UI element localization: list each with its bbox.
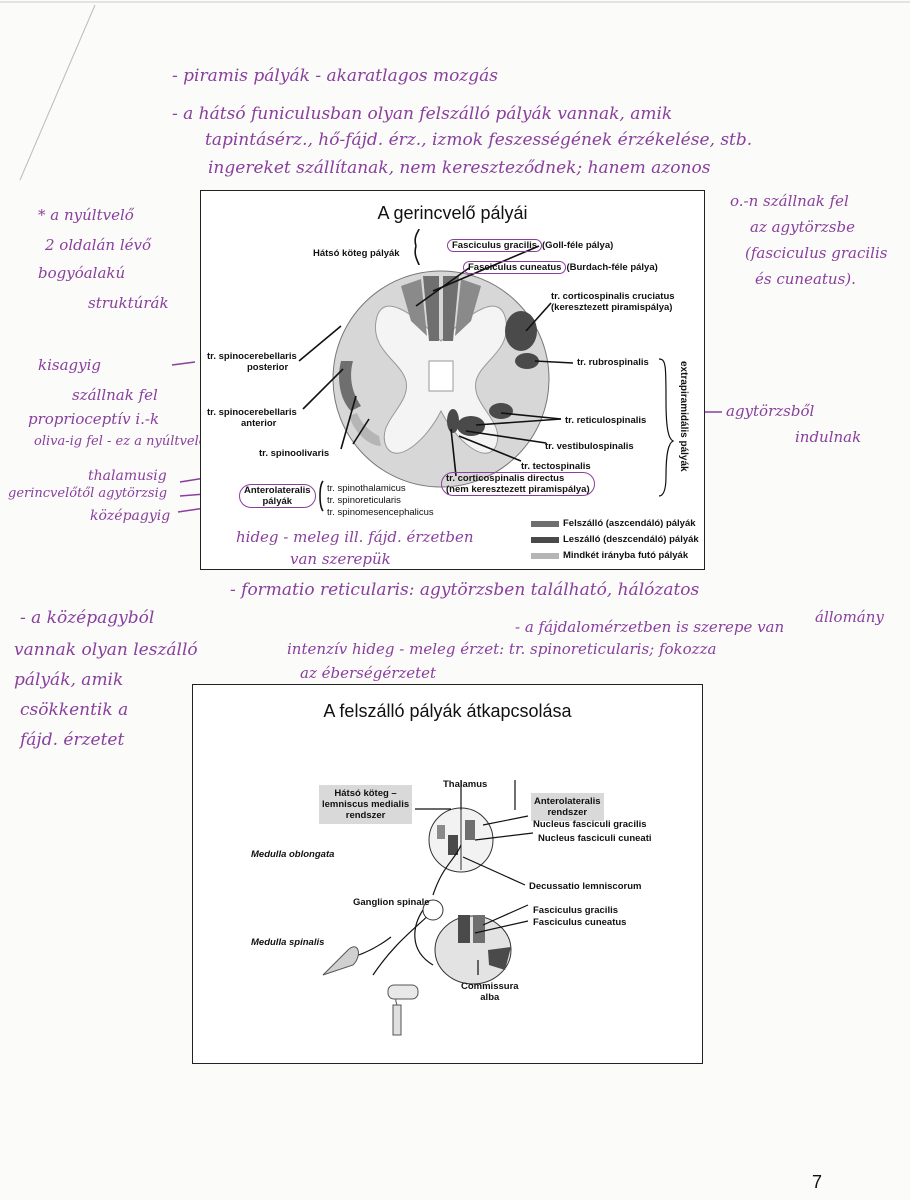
figure1-title: A gerincvelő pályái <box>377 203 528 223</box>
label-gracilis-note: (Goll-féle pálya) <box>542 240 614 251</box>
label-fasc-cuneatus: Fasciculus cuneatus <box>533 917 627 928</box>
label-lemniscus: lemniscus medialis <box>322 799 410 810</box>
label-thalamus: Thalamus <box>443 779 488 790</box>
figure2-title: A felszálló pályák átkapcsolása <box>323 701 572 721</box>
note-intenziv: intenzív hideg - meleg érzet: tr. spinor… <box>287 640 717 658</box>
note-right-1: agytörzsből <box>726 402 815 420</box>
label-sca: tr. spinocerebellaris <box>207 407 297 418</box>
label-spinothalamicus: tr. spinothalamicus <box>327 483 406 494</box>
label-sca-2: anterior <box>241 418 277 429</box>
label-medulla-oblongata: Medulla oblongata <box>251 849 335 860</box>
note-kozepagy: - a középagyból <box>20 608 155 628</box>
label-hatso-koteg-2: Hátsó köteg – <box>334 788 397 799</box>
figure-ascending: A felszálló pályák átkapcsolása <box>192 684 703 1064</box>
note-left-6: szállnak fel <box>72 386 158 404</box>
note-fajd-erzet: fájd. érzetet <box>20 730 125 750</box>
label-reticulospinalis: tr. reticulospinalis <box>565 415 647 426</box>
legend-asc: Felszálló (aszcendáló) pályák <box>563 518 696 529</box>
note-fasciculus: (fasciculus gracilis <box>745 244 888 262</box>
note-left-11: középagyig <box>90 508 171 524</box>
note-csokkentik: csökkentik a <box>20 700 129 720</box>
note-leszallo: vannak olyan leszálló <box>14 640 198 660</box>
label-spinoolivaris: tr. spinoolivaris <box>259 448 330 459</box>
note-left-3: bogyóalakú <box>38 264 126 282</box>
note-ingerek: ingereket szállítanak, nem kereszteződne… <box>208 158 711 178</box>
label-cortico-cruciatus-2: (keresztezett piramispálya) <box>551 302 673 313</box>
note-hatso: - a hátsó funiculusban olyan felszálló p… <box>172 104 673 124</box>
label-spinomesencephalicus: tr. spinomesencephalicus <box>327 507 434 518</box>
note-szallnak: o.-n szállnak fel <box>730 192 849 210</box>
label-cortico-cruciatus: tr. corticospinalis cruciatus <box>551 291 675 302</box>
note-eberseg: az éberségérzetet <box>300 664 437 682</box>
ascending-diagram <box>322 780 534 1036</box>
label-ganglion: Ganglion spinale <box>353 897 430 908</box>
label-anterolateralis: Anterolateralis <box>244 485 311 496</box>
note-left-9: thalamusig <box>88 468 167 484</box>
label-spinoreticularis: tr. spinoreticularis <box>327 495 401 506</box>
label-vestibulospinalis: tr. vestibulospinalis <box>545 441 634 452</box>
note-agytorzs: az agytörzsbe <box>750 218 855 236</box>
label-alba: alba <box>480 992 500 1003</box>
note-left-1: * a nyúltvelő <box>38 206 134 224</box>
label-extrapiramidalis: extrapiramidális pályák <box>678 361 689 472</box>
legend-desc: Leszálló (deszcendáló) pályák <box>563 534 699 545</box>
note-left-10: gerincvelőtől agytörzsig <box>8 486 168 501</box>
label-cuneatus-note: (Burdach-féle pálya) <box>566 262 658 273</box>
label-nucleus-cuneati: Nucleus fasciculi cuneati <box>538 833 652 844</box>
note-szerepuk: van szerepük <box>290 550 391 568</box>
note-fajdalom: - a fájdalomérzetben is szerepe van <box>515 618 785 636</box>
page-number: 7 <box>812 1172 823 1192</box>
label-rubrospinalis: tr. rubrospinalis <box>577 357 649 368</box>
label-anterolateralis-sys-2: rendszer <box>547 807 588 818</box>
label-hatso-koteg: Hátsó köteg pályák <box>313 248 400 259</box>
note-tapintas: tapintásérz., hő-fájd. érz., izmok fesze… <box>205 130 753 150</box>
label-commissura: Commissura <box>461 981 519 992</box>
label-medulla-spinalis: Medulla spinalis <box>251 937 325 948</box>
note-cuneatus: és cuneatus). <box>755 270 856 288</box>
label-cuneatus: Fasciculus cuneatus <box>463 261 567 274</box>
note-palyak: pályák, amik <box>14 670 124 690</box>
label-rendszer: rendszer <box>345 810 386 821</box>
legend-asc-swatch <box>531 521 559 527</box>
label-cortico-directus: tr. corticospinalis directus <box>446 473 565 484</box>
label-anterolateralis-2: pályák <box>262 496 293 507</box>
note-left-7: proprioceptív i.-k <box>28 410 160 428</box>
note-right-2: indulnak <box>795 428 862 446</box>
note-allomany: állomány <box>815 608 884 626</box>
label-decussatio: Decussatio lemniscorum <box>529 881 642 892</box>
note-left-5: kisagyig <box>38 356 102 374</box>
spinal-cord-diagram <box>298 228 675 559</box>
label-tectospinalis: tr. tectospinalis <box>521 461 591 472</box>
label-fasc-gracilis: Fasciculus gracilis <box>533 905 619 916</box>
figure-spinal-pathways: A gerincvelő pályái <box>200 190 705 570</box>
label-scp-2: posterior <box>247 362 289 373</box>
label-scp: tr. spinocerebellaris <box>207 351 297 362</box>
label-anterolateralis-sys: Anterolateralis <box>534 796 601 807</box>
label-cortico-directus-2: (nem keresztezett piramispálya) <box>446 484 590 495</box>
note-piramis: - piramis pályák - akaratlagos mozgás <box>172 66 498 86</box>
legend-desc-swatch <box>531 537 559 543</box>
note-left-4: struktúrák <box>88 294 169 312</box>
note-formatio: - formatio reticularis: agytörzsben talá… <box>230 580 700 600</box>
note-left-2: 2 oldalán lévő <box>45 236 152 254</box>
legend-both-swatch <box>531 553 559 559</box>
legend-both: Mindkét irányba futó pályák <box>563 550 689 561</box>
label-nucleus-gracilis: Nucleus fasciculi gracilis <box>533 819 647 830</box>
label-gracilis: Fasciculus gracilis <box>447 239 543 252</box>
note-hideg-meleg: hideg - meleg ill. fájd. érzetben <box>236 528 474 546</box>
